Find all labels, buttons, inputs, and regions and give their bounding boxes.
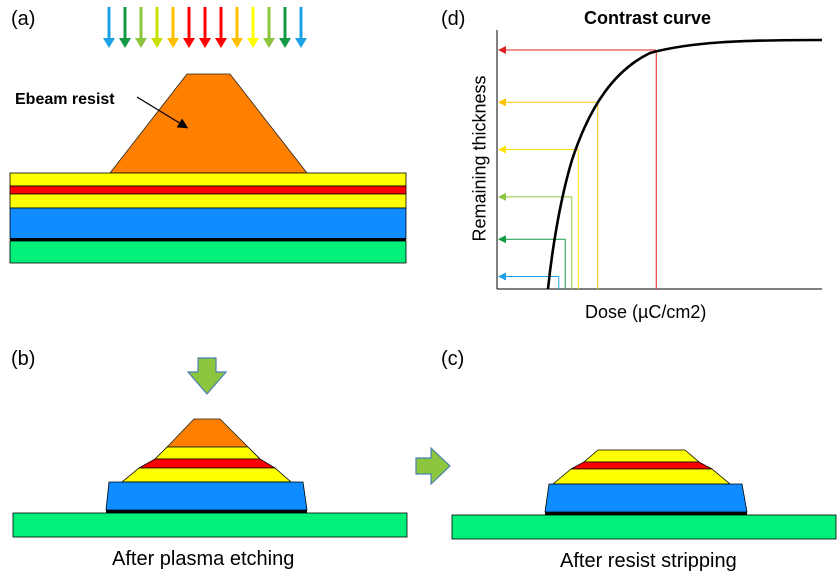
beam-arrow <box>151 7 163 48</box>
caption-plasma-etching: After plasma etching <box>112 548 295 570</box>
panel-label-b: (b) <box>11 348 36 370</box>
electron-beam-arrows <box>103 7 307 48</box>
dose-guide-arrowhead <box>498 98 506 107</box>
x-axis-label: Dose (µC/cm2) <box>585 302 707 322</box>
substrate <box>9 240 407 264</box>
panel-b-stack <box>12 357 408 538</box>
dose-guide <box>498 192 573 289</box>
dose-guide <box>498 235 566 289</box>
beam-arrow <box>167 7 179 48</box>
beam-arrow <box>263 7 275 48</box>
beam-arrow <box>183 7 195 48</box>
red-layer <box>9 185 407 195</box>
dose-guide-arrowhead <box>498 272 506 281</box>
process-arrow-down <box>186 357 228 395</box>
resist-pointer-arrow <box>136 96 189 129</box>
yellow-layer-top <box>9 172 407 187</box>
dose-guide <box>498 145 579 289</box>
dose-guide-arrowhead <box>498 192 506 201</box>
beam-arrow <box>215 7 227 48</box>
substrate-c <box>451 514 837 540</box>
etched-blue <box>105 481 308 511</box>
stripped-yellow-top <box>582 449 701 463</box>
etched-red <box>137 458 277 469</box>
contrast-curve-chart <box>496 30 823 290</box>
y-axis-label: Remaining thickness <box>469 75 490 242</box>
dose-guide-lines <box>498 45 657 289</box>
beam-arrow <box>247 7 259 48</box>
dose-guide <box>498 45 657 289</box>
blue-layer <box>9 207 407 240</box>
dose-guide <box>498 98 599 289</box>
panel-label-c: (c) <box>441 348 465 370</box>
black-interface-line <box>10 238 406 241</box>
panel-c-stack <box>451 449 837 540</box>
stripped-red <box>570 461 713 470</box>
stripped-blue <box>544 483 748 513</box>
substrate-b <box>12 512 408 538</box>
process-arrow-right <box>415 446 451 486</box>
etched-yellow-bottom <box>120 467 293 483</box>
beam-arrow <box>135 7 147 48</box>
etched-black-line <box>106 510 307 513</box>
dose-guide-arrowhead <box>498 145 506 154</box>
panel-label-a: (a) <box>11 8 36 30</box>
ebeam-resist-shape <box>109 73 308 174</box>
panel-label-d: (d) <box>441 8 466 30</box>
beam-arrow <box>231 7 243 48</box>
caption-resist-stripping: After resist stripping <box>560 550 737 572</box>
stripped-yellow-bottom <box>551 468 732 485</box>
etched-resist <box>166 418 249 448</box>
stripped-black-line <box>545 512 747 515</box>
beam-arrow <box>295 7 307 48</box>
etched-yellow-top <box>154 446 261 460</box>
beam-arrow <box>103 7 115 48</box>
ebeam-resist-label: Ebeam resist <box>15 91 115 108</box>
dose-guide-arrowhead <box>498 235 506 244</box>
contrast-curve-line <box>546 38 823 290</box>
dose-guide-arrowhead <box>498 45 506 54</box>
chart-title: Contrast curve <box>584 8 712 28</box>
beam-arrow <box>279 7 291 48</box>
yellow-layer-bottom <box>9 193 407 209</box>
beam-arrow <box>199 7 211 48</box>
beam-arrow <box>119 7 131 48</box>
panel-a-stack <box>9 73 407 264</box>
